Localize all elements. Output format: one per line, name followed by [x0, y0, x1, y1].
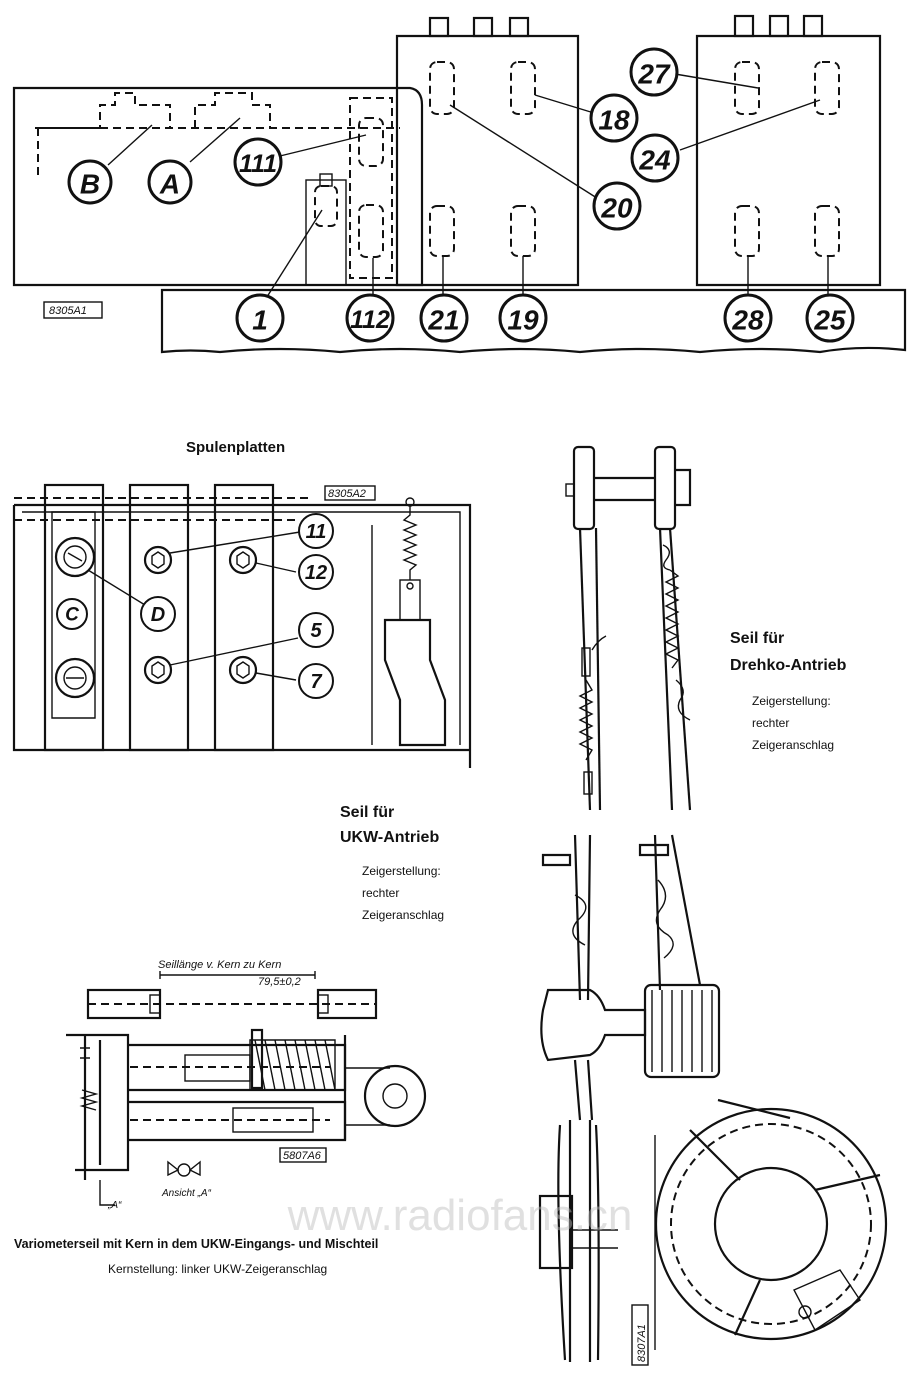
callout-C: C [56, 598, 88, 630]
svg-text:Seil für: Seil für [730, 630, 784, 647]
svg-text:25: 25 [813, 305, 846, 336]
callout-A: A [147, 159, 193, 205]
right-unit-box [695, 34, 882, 287]
callout-28: 28 [723, 293, 773, 343]
variometer-subcaption: Kernstellung: linker UKW-Zeigeranschlag [108, 1262, 327, 1276]
coil-plates-title: Spulenplatten [186, 439, 285, 456]
svg-text:18: 18 [598, 105, 630, 136]
callout-19: 19 [498, 293, 548, 343]
svg-text:A: A [159, 169, 180, 200]
callout-1: 1 [235, 293, 285, 343]
svg-text:C: C [65, 605, 79, 626]
drehko-drive-label: Seil für Drehko-Antrieb Zeigerstellung: … [730, 630, 847, 752]
callout-27: 27 [629, 47, 679, 97]
center-unit-box [395, 34, 580, 287]
cable-length-value: 79,5±0,2 [258, 976, 301, 988]
callout-25: 25 [805, 293, 855, 343]
cable-length-label: Seillänge v. Kern zu Kern [158, 959, 281, 971]
variometer-diagram: Seillänge v. Kern zu Kern 79,5±0,2 [66, 959, 427, 1211]
callout-7: 7 [298, 663, 334, 699]
base-plate [160, 288, 907, 354]
callout-18: 18 [589, 93, 639, 143]
svg-text:5: 5 [310, 620, 322, 642]
svg-text:Zeigeranschlag: Zeigeranschlag [752, 738, 834, 752]
coil-a-outline [37, 92, 171, 175]
svg-text:28: 28 [731, 305, 764, 336]
svg-text:rechter: rechter [752, 716, 789, 730]
svg-text:rechter: rechter [362, 886, 399, 900]
svg-text:12: 12 [305, 562, 327, 584]
callout-5: 5 [298, 612, 334, 648]
svg-text:Zeigerstellung:: Zeigerstellung: [362, 864, 441, 878]
svg-text:8305A2: 8305A2 [328, 488, 366, 500]
svg-text:24: 24 [638, 145, 671, 176]
svg-text:Seil für: Seil für [340, 804, 394, 821]
coil-plates-diagram: 8305A2 11 12 5 7 D C [12, 483, 472, 768]
svg-text:Zeigeranschlag: Zeigeranschlag [362, 908, 444, 922]
svg-text:7: 7 [310, 671, 322, 693]
callout-D: D [140, 596, 176, 632]
variometer-caption: Variometerseil mit Kern in dem UKW-Einga… [14, 1237, 378, 1251]
svg-text:Zeigerstellung:: Zeigerstellung: [752, 694, 831, 708]
callout-20: 20 [592, 181, 642, 231]
svg-text:27: 27 [637, 59, 671, 90]
svg-text:Drehko-Antrieb: Drehko-Antrieb [730, 657, 847, 674]
ukw-drive-label: Seil für UKW-Antrieb Zeigerstellung: rec… [340, 804, 444, 922]
svg-text:111: 111 [239, 150, 277, 178]
callout-112: 112 [345, 293, 395, 343]
left-unit-box [12, 86, 424, 287]
svg-text:20: 20 [600, 193, 633, 224]
top-diagram-code: 8305A1 [43, 301, 103, 319]
callout-21: 21 [419, 293, 469, 343]
winding-drum [643, 983, 721, 1079]
svg-text:11: 11 [306, 521, 327, 543]
variometer-code: 5807A6 [279, 1147, 327, 1163]
callout-24: 24 [630, 133, 680, 183]
callout-B: B [67, 159, 113, 205]
view-a-label: Ansicht „A“ [161, 1188, 212, 1199]
svg-text:B: B [80, 169, 100, 200]
callout-111: 111 [233, 137, 283, 187]
coil-plates-code: 8305A2 [324, 485, 376, 501]
drum-code: 8307A1 [631, 1304, 649, 1366]
svg-text:UKW-Antrieb: UKW-Antrieb [340, 829, 439, 846]
svg-text:8305A1: 8305A1 [49, 305, 87, 317]
svg-text:21: 21 [427, 305, 459, 336]
top-chassis-diagram: B A 111 1 112 21 19 20 18 27 24 28 25 83… [12, 14, 907, 354]
svg-text:19: 19 [507, 305, 539, 336]
dial-drum [654, 1107, 888, 1341]
callout-11: 11 [298, 513, 334, 549]
svg-text:D: D [151, 604, 165, 626]
svg-text:5807A6: 5807A6 [283, 1150, 322, 1162]
svg-text:1: 1 [252, 305, 268, 336]
svg-text:112: 112 [350, 306, 390, 334]
callout-12: 12 [298, 554, 334, 590]
cable-drive-drawing: 8307A1 [538, 445, 888, 1366]
svg-text:8307A1: 8307A1 [636, 1324, 648, 1362]
watermark: www.radiofans.cn [287, 1191, 633, 1240]
coil-column-outline [349, 97, 393, 279]
